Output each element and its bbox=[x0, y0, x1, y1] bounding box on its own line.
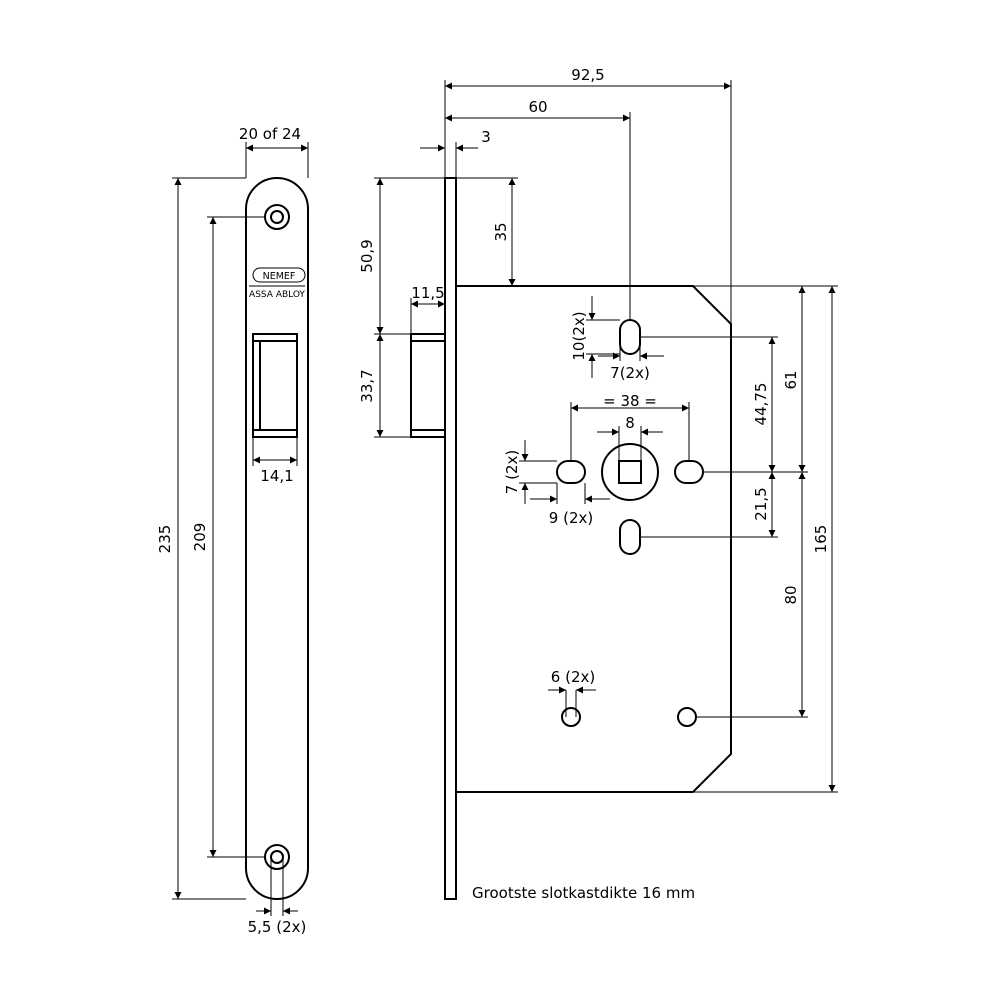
dim-lower-offset-label: 21,5 bbox=[752, 487, 770, 520]
dim-top-offset: 35 bbox=[456, 177, 518, 286]
dim-latch-center: 50,9 bbox=[358, 177, 445, 335]
bottom-hole-left bbox=[561, 707, 581, 727]
top-screw-hole-inner bbox=[270, 210, 284, 224]
dim-total-height-label: 235 bbox=[156, 525, 174, 554]
dim-side-hole-height: 7 (2x) bbox=[503, 440, 557, 504]
dim-screw-hole: 5,5 (2x) bbox=[248, 857, 307, 936]
dim-spindle-spacing-label: = 38 = bbox=[603, 392, 657, 410]
front-plate-side bbox=[444, 177, 457, 900]
dim-lower-offset: 21,5 bbox=[752, 472, 776, 537]
dim-case-height-label: 165 bbox=[812, 525, 830, 554]
dim-plate-thickness-label: 3 bbox=[481, 128, 491, 146]
bottom-screw-hole-inner bbox=[270, 850, 284, 864]
dim-overall-depth: 92,5 bbox=[444, 66, 732, 324]
dim-faceplate-width: 20 of 24 bbox=[239, 125, 309, 178]
bottom-hole-right bbox=[677, 707, 697, 727]
spindle-hub bbox=[601, 443, 659, 501]
dim-top-offset-label: 35 bbox=[492, 222, 510, 241]
latch-slot bbox=[252, 333, 298, 438]
dim-side-hole-height-label: 7 (2x) bbox=[503, 450, 521, 494]
dim-backset: 60 bbox=[445, 98, 631, 320]
dim-latch-projection: 11,5 bbox=[410, 284, 446, 334]
dim-slot-height-label: 10(2x) bbox=[570, 311, 588, 360]
bottom-screw-hole-outer bbox=[264, 844, 290, 870]
dim-slot-height: 10(2x) bbox=[570, 296, 620, 378]
dim-screw-hole-label: 5,5 (2x) bbox=[248, 918, 307, 936]
dim-latch-projection-label: 11,5 bbox=[411, 284, 444, 302]
dim-spindle: 8 bbox=[597, 414, 663, 461]
dim-side-hole-width: 9 (2x) bbox=[530, 483, 610, 527]
dim-upper-total: 61 bbox=[782, 286, 806, 472]
dim-hole-pitch-label: 209 bbox=[191, 523, 209, 552]
dim-faceplate-width-label: 20 of 24 bbox=[239, 125, 301, 143]
dim-backset-label: 60 bbox=[528, 98, 547, 116]
logo-group-text: ASSA ABLOY bbox=[249, 290, 305, 300]
dim-upper-offset: 44,75 bbox=[752, 337, 776, 472]
dim-slot-width: 14,1 bbox=[252, 437, 298, 485]
dim-slot-width-label: 14,1 bbox=[260, 467, 293, 485]
dim-bottom-holes-label: 6 (2x) bbox=[551, 668, 595, 686]
case-thickness-note: Grootste slotkastdikte 16 mm bbox=[472, 884, 695, 902]
dim-latch-center-label: 50,9 bbox=[358, 239, 376, 272]
case-body bbox=[456, 285, 732, 793]
dim-case-height: 165 bbox=[812, 286, 836, 792]
dim-slot-width-case: 7(2x) bbox=[598, 337, 664, 382]
faceplate-outline bbox=[245, 177, 309, 900]
dim-upper-total-label: 61 bbox=[782, 370, 800, 389]
left-side-hole bbox=[556, 460, 586, 484]
dim-plate-thickness: 3 bbox=[420, 128, 491, 178]
top-screw-hole-outer bbox=[264, 204, 290, 230]
lower-slot bbox=[619, 519, 641, 555]
spindle-square bbox=[618, 460, 642, 484]
dim-hole-pitch: 209 bbox=[191, 216, 266, 858]
dim-slot-width-case-label: 7(2x) bbox=[610, 364, 650, 382]
dim-bottom-spacing: 80 bbox=[782, 472, 806, 717]
dim-latch-height-label: 33,7 bbox=[358, 369, 376, 402]
logo-brand-text: NEMEF bbox=[263, 271, 296, 282]
dim-upper-offset-label: 44,75 bbox=[752, 383, 770, 426]
lockcase-view: 92,5 60 3 35 50,9 bbox=[358, 66, 838, 902]
dim-bottom-spacing-label: 80 bbox=[782, 585, 800, 604]
dim-spindle-label: 8 bbox=[625, 414, 635, 432]
dim-total-height: 235 bbox=[156, 177, 246, 900]
dim-bottom-holes: 6 (2x) bbox=[548, 668, 596, 717]
latch-bolt bbox=[410, 333, 446, 438]
dim-spindle-spacing: = 38 = bbox=[570, 392, 690, 461]
dim-side-hole-width-label: 9 (2x) bbox=[549, 509, 593, 527]
brand-logo: NEMEF ASSA ABLOY bbox=[249, 267, 306, 300]
faceplate-view: NEMEF ASSA ABLOY 20 of 24 14,1 bbox=[156, 125, 309, 936]
upper-slot bbox=[619, 319, 641, 355]
right-side-hole bbox=[674, 460, 704, 484]
dim-latch-height: 33,7 bbox=[358, 334, 411, 438]
dim-overall-depth-label: 92,5 bbox=[571, 66, 604, 84]
